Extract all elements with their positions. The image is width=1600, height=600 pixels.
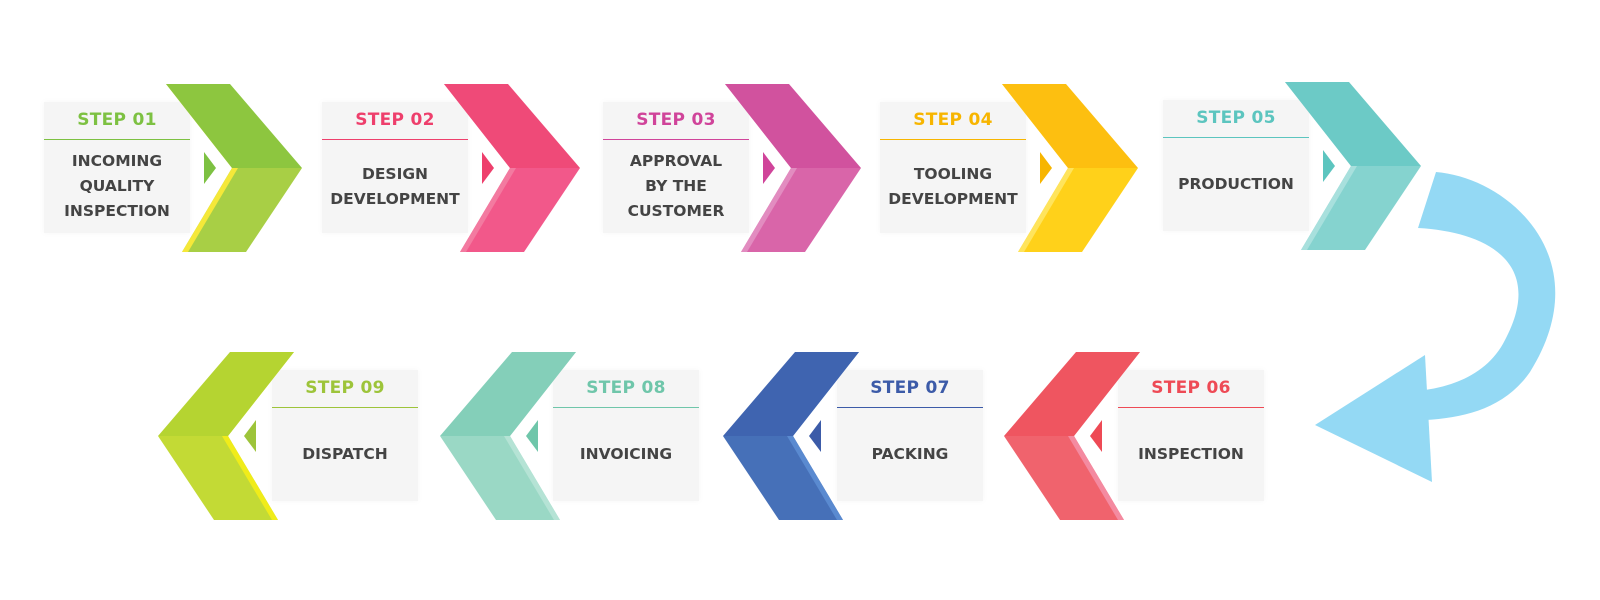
chevron-edge xyxy=(460,168,516,252)
chevron-upper xyxy=(444,84,580,168)
chevron-upper xyxy=(1004,352,1140,436)
step-card-01: STEP 01 INCOMING QUALITY INSPECTION xyxy=(44,102,190,233)
small-pointer-icon xyxy=(1040,152,1052,184)
step-description: PACKING xyxy=(837,414,983,495)
description-line: INSPECTION xyxy=(1138,445,1244,463)
chevron-right-icon xyxy=(1283,82,1423,250)
step-card-03: STEP 03 APPROVAL BY THE CUSTOMER xyxy=(603,102,749,233)
step-label: STEP 08 xyxy=(586,378,666,398)
chevron-right-icon xyxy=(164,84,304,252)
step-card-08: STEP 08 INVOICING xyxy=(553,370,699,501)
chevron-left-icon xyxy=(438,352,578,520)
description-line: DESIGN xyxy=(361,164,429,183)
step-description: INCOMING QUALITY INSPECTION xyxy=(44,146,190,227)
connector-curve xyxy=(1418,172,1556,420)
description-line: DEVELOPMENT xyxy=(888,189,1018,208)
chevron-upper xyxy=(1002,84,1138,168)
step-card-05: STEP 05 PRODUCTION xyxy=(1163,100,1309,231)
chevron-edge xyxy=(222,436,278,520)
step-divider xyxy=(880,139,1026,140)
chevron-upper xyxy=(1285,82,1421,166)
step-divider xyxy=(1163,137,1309,138)
description-line: PACKING xyxy=(871,445,949,463)
chevron-lower xyxy=(1018,168,1138,252)
chevron-upper xyxy=(166,84,302,168)
step-divider xyxy=(272,407,418,408)
step-divider xyxy=(1118,407,1264,408)
step-label: STEP 03 xyxy=(636,110,716,130)
step-label: STEP 01 xyxy=(77,110,157,130)
step-description: INVOICING xyxy=(553,414,699,495)
chevron-lower xyxy=(1004,436,1124,520)
chevron-left-icon xyxy=(156,352,296,520)
small-pointer-icon xyxy=(1090,420,1102,452)
description-line: PRODUCTION xyxy=(1178,175,1294,193)
step-description: TOOLING DEVELOPMENT xyxy=(880,146,1026,227)
step-description: APPROVAL BY THE CUSTOMER xyxy=(603,146,749,227)
chevron-upper xyxy=(723,352,859,436)
step-card-06: STEP 06 INSPECTION xyxy=(1118,370,1264,501)
step-divider xyxy=(44,139,190,140)
small-pointer-icon xyxy=(809,420,821,452)
chevron-lower xyxy=(723,436,843,520)
chevron-edge xyxy=(1018,168,1074,252)
description-line: CUSTOMER xyxy=(627,202,725,220)
description-line: APPROVAL xyxy=(629,152,723,170)
chevron-edge xyxy=(1068,436,1124,520)
chevron-upper xyxy=(725,84,861,168)
chevron-lower xyxy=(741,168,861,252)
description-line: INSPECTION xyxy=(64,202,170,220)
chevron-right-icon xyxy=(442,84,582,252)
chevron-lower xyxy=(158,436,278,520)
chevron-left-icon xyxy=(1002,352,1142,520)
step-card-07: STEP 07 PACKING xyxy=(837,370,983,501)
chevron-edge xyxy=(182,168,238,252)
step-label: STEP 07 xyxy=(870,378,950,398)
chevron-edge xyxy=(504,436,560,520)
connector-arrowhead xyxy=(1315,355,1432,482)
chevron-edge xyxy=(741,168,797,252)
step-card-02: STEP 02 DESIGN DEVELOPMENT xyxy=(322,102,468,233)
step-divider xyxy=(553,407,699,408)
chevron-left-icon xyxy=(721,352,861,520)
small-pointer-icon xyxy=(244,420,256,452)
step-label: STEP 02 xyxy=(355,110,435,130)
description-line: QUALITY xyxy=(79,177,155,195)
step-card-09: STEP 09 DISPATCH xyxy=(272,370,418,501)
small-pointer-icon xyxy=(1323,150,1335,182)
description-line: BY THE xyxy=(645,177,707,195)
step-label: STEP 04 xyxy=(913,110,993,130)
step-label: STEP 06 xyxy=(1151,378,1231,398)
step-description: DESIGN DEVELOPMENT xyxy=(322,146,468,227)
chevron-right-icon xyxy=(1000,84,1140,252)
chevron-lower xyxy=(440,436,560,520)
step-description: PRODUCTION xyxy=(1163,144,1309,225)
small-pointer-icon xyxy=(204,152,216,184)
description-line: INCOMING xyxy=(71,152,163,170)
chevron-edge xyxy=(1301,166,1357,250)
chevron-right-icon xyxy=(723,84,863,252)
step-label: STEP 05 xyxy=(1196,108,1276,128)
description-line: TOOLING xyxy=(913,164,993,183)
step-card-04: STEP 04 TOOLING DEVELOPMENT xyxy=(880,102,1026,233)
chevron-upper xyxy=(158,352,294,436)
small-pointer-icon xyxy=(763,152,775,184)
chevron-edge xyxy=(787,436,843,520)
small-pointer-icon xyxy=(526,420,538,452)
description-line: DEVELOPMENT xyxy=(330,189,460,208)
step-divider xyxy=(603,139,749,140)
description-line: DISPATCH xyxy=(302,445,388,463)
small-pointer-icon xyxy=(482,152,494,184)
chevron-lower xyxy=(182,168,302,252)
chevron-lower xyxy=(460,168,580,252)
description-line: INVOICING xyxy=(579,445,673,463)
step-divider xyxy=(322,139,468,140)
step-label: STEP 09 xyxy=(305,378,385,398)
step-description: INSPECTION xyxy=(1118,414,1264,495)
step-description: DISPATCH xyxy=(272,414,418,495)
step-divider xyxy=(837,407,983,408)
chevron-lower xyxy=(1301,166,1421,250)
chevron-upper xyxy=(440,352,576,436)
